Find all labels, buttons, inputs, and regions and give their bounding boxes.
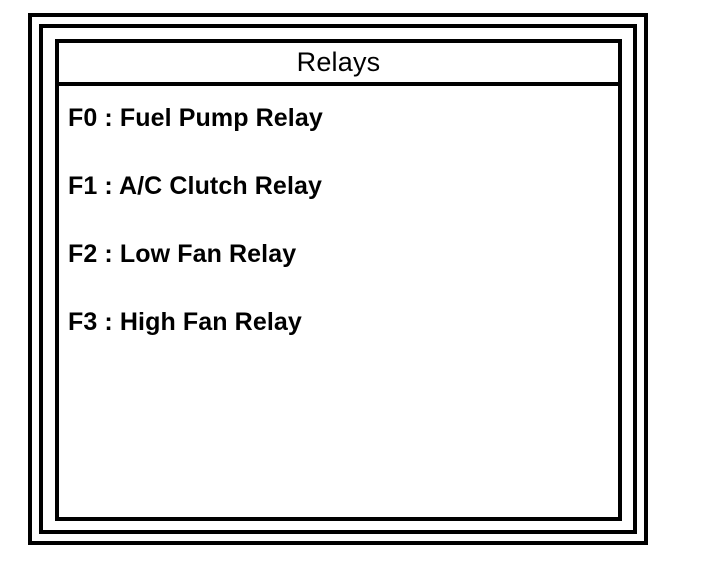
page-title: Relays — [296, 47, 381, 77]
list-item[interactable]: F1 : A/C Clutch Relay — [68, 174, 618, 242]
list-item[interactable]: F2 : Low Fan Relay — [68, 242, 618, 310]
relay-entry-label: F3 : High Fan Relay — [68, 308, 302, 336]
relays-dialog: Relays F0 : Fuel Pump Relay F1 : A/C Clu… — [55, 39, 622, 521]
relay-entry-label: F0 : Fuel Pump Relay — [68, 104, 323, 132]
relay-list: F0 : Fuel Pump Relay F1 : A/C Clutch Rel… — [68, 106, 618, 378]
list-item[interactable]: F3 : High Fan Relay — [68, 310, 618, 378]
relay-entry-label: F1 : A/C Clutch Relay — [68, 172, 322, 200]
dialog-body: F0 : Fuel Pump Relay F1 : A/C Clutch Rel… — [59, 86, 618, 517]
relay-entry-label: F2 : Low Fan Relay — [68, 240, 297, 268]
list-item[interactable]: F0 : Fuel Pump Relay — [68, 106, 618, 174]
dialog-titlebar: Relays — [59, 43, 618, 86]
